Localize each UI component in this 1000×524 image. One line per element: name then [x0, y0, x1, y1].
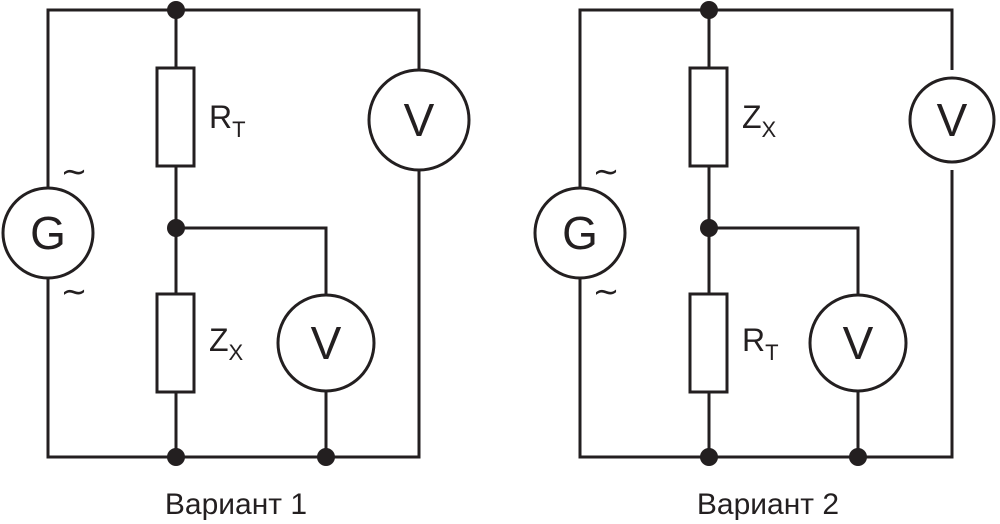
v1-generator-symbol: G: [30, 207, 66, 259]
v1-generator-tilde-top: ~: [61, 152, 88, 190]
v2-generator-tilde-top: ~: [593, 152, 620, 190]
v2-outer-loop: [578, 8, 954, 459]
v2-voltmeter-total-symbol: V: [937, 94, 968, 146]
v1-lower-resistor: [155, 292, 196, 394]
v2-caption: Вариант 2: [697, 488, 839, 521]
v1-generator-tilde-bottom: ~: [61, 272, 88, 310]
v2-upper-resistor: [688, 66, 729, 168]
v2-lower-resistor-main: R: [742, 322, 765, 358]
variant-1-circuit: G ~ ~ RT ZX V V Вариант 1: [1, 1, 471, 521]
v1-upper-resistor-sub: T: [232, 117, 245, 142]
v1-upper-resistor-main: R: [209, 99, 232, 135]
v1-voltmeter-lower-symbol: V: [311, 317, 342, 369]
v1-voltmeter-total-symbol: V: [404, 94, 435, 146]
v1-voltmeter-total: [367, 68, 471, 172]
v1-upper-resistor: [155, 66, 196, 168]
v1-lower-voltmeter-wire: [176, 226, 328, 457]
v2-node-bottom-right: [849, 448, 867, 466]
v2-upper-resistor-label: ZX: [742, 99, 777, 142]
v1-node-middle: [167, 219, 185, 237]
v2-upper-resistor-main: Z: [742, 99, 762, 135]
v2-lower-resistor: [688, 292, 729, 394]
v1-voltmeter-lower: [276, 293, 376, 393]
v1-lower-resistor-label: ZX: [209, 322, 244, 365]
v2-node-top: [700, 1, 718, 19]
v2-lower-resistor-sub: T: [765, 340, 778, 365]
v1-caption: Вариант 1: [165, 488, 307, 521]
v2-voltmeter-lower-symbol: V: [843, 317, 874, 369]
v2-voltmeter-total: [908, 76, 996, 164]
v2-node-bottom-left: [700, 448, 718, 466]
v1-lower-resistor-sub: X: [229, 340, 244, 365]
v2-node-middle: [700, 219, 718, 237]
v1-generator: [1, 186, 95, 280]
v2-generator-symbol: G: [562, 207, 598, 259]
variant-2-circuit: G ~ ~ ZX RT V V Вариант 2: [533, 1, 996, 521]
v1-node-top: [167, 1, 185, 19]
v1-outer-loop: [46, 8, 421, 459]
v1-node-bottom-left: [167, 448, 185, 466]
v2-lower-resistor-label: RT: [742, 322, 779, 365]
v2-voltmeter-lower: [808, 293, 908, 393]
v2-generator: [533, 186, 627, 280]
v2-lower-voltmeter-wire: [709, 226, 860, 457]
v1-node-bottom-right: [317, 448, 335, 466]
v1-upper-resistor-label: RT: [209, 99, 246, 142]
v2-upper-resistor-sub: X: [762, 117, 777, 142]
v2-generator-tilde-bottom: ~: [593, 272, 620, 310]
v1-lower-resistor-main: Z: [209, 322, 229, 358]
